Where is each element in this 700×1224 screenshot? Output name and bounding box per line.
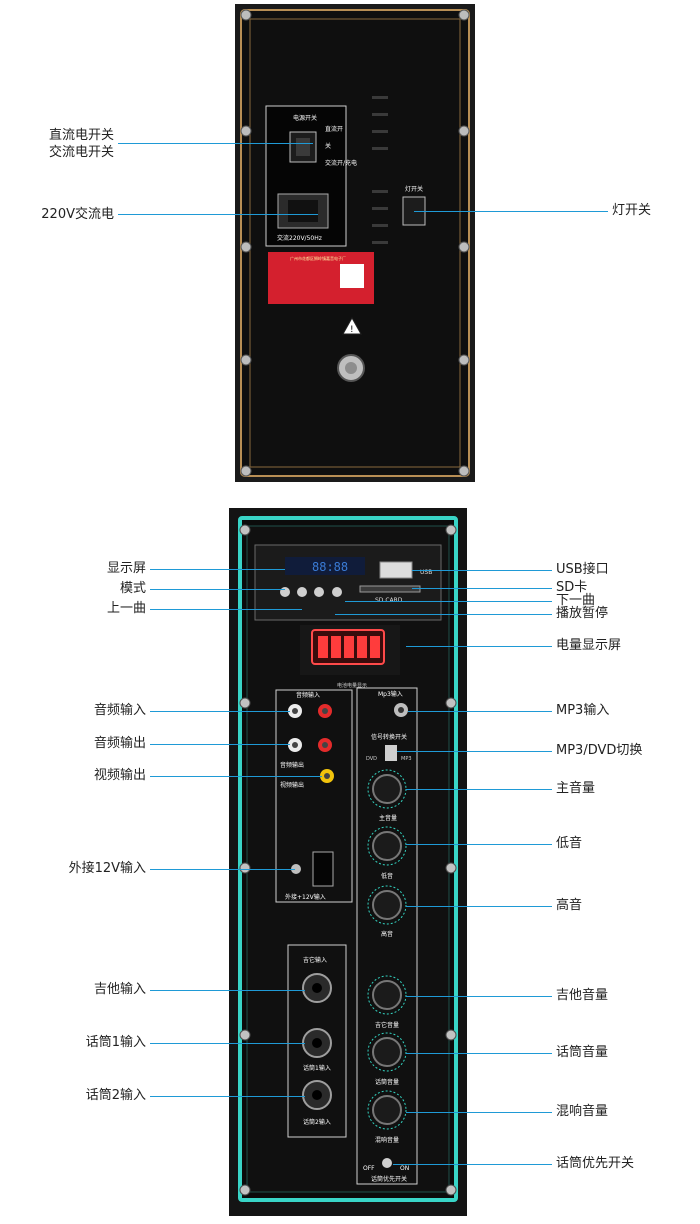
- callout-line: [412, 588, 552, 589]
- off-text: OFF: [363, 1165, 375, 1172]
- callout-line: [406, 1053, 552, 1054]
- knob-caption-guitar: 吉它音量: [375, 1021, 399, 1029]
- callout-line: [406, 844, 552, 845]
- label-dc-power-switch: 直流电开关: [48, 128, 114, 143]
- label-master-volume: 主音量: [556, 781, 596, 796]
- callout-line: [393, 1164, 552, 1165]
- label-mp3-dvd-switch: MP3/DVD切换: [556, 743, 643, 758]
- label-play-pause: 播放暂停: [556, 606, 609, 621]
- callout-line: [118, 143, 313, 144]
- dvd-text: DVD: [366, 756, 377, 762]
- label-mic2-in: 话筒2输入: [85, 1088, 146, 1103]
- video-out-caption: 视频输出: [280, 781, 304, 789]
- label-mp3-in: MP3输入: [556, 703, 610, 718]
- mp3-in-caption: Mp3输入: [378, 690, 403, 698]
- callout-line: [150, 990, 305, 991]
- rear-panel-photo: 电源开关 直流开 关 交流开/充电 交流220V/50Hz 灯开关 广州市花都区…: [235, 4, 475, 482]
- label-display: 显示屏: [106, 561, 146, 576]
- mic-priority-caption: 话筒优先开关: [371, 1175, 407, 1183]
- label-guitar-volume: 吉他音量: [556, 988, 609, 1003]
- label-guitar-in: 吉他输入: [93, 982, 146, 997]
- callout-line: [408, 711, 552, 712]
- callout-line: [397, 751, 552, 752]
- guitar-in-caption: 吉它输入: [303, 956, 327, 964]
- label-ac-power-switch: 交流电开关: [48, 145, 114, 160]
- knob-caption-bass: 低音: [381, 872, 393, 880]
- ac-rating-text: 交流220V/50Hz: [277, 234, 322, 242]
- knobs: [367, 769, 407, 1130]
- audio-out-caption: 音频输出: [280, 761, 304, 769]
- power-switch-title: 电源开关: [293, 114, 317, 122]
- callout-line: [150, 569, 285, 570]
- mic1-caption: 话筒1输入: [303, 1064, 331, 1072]
- callout-line: [345, 601, 552, 602]
- label-next-track: 下一曲: [556, 593, 596, 608]
- callout-line: [406, 789, 552, 790]
- label-audio-out: 音频输出: [93, 736, 146, 751]
- callout-line: [406, 906, 552, 907]
- callout-line: [150, 1096, 305, 1097]
- light-switch-title: 灯开关: [405, 185, 423, 193]
- battery-caption: 电池电量显示: [337, 682, 367, 689]
- label-light-switch: 灯开关: [612, 203, 652, 218]
- label-video-out: 视频输出: [93, 768, 146, 783]
- label-battery-display: 电量显示屏: [556, 638, 622, 653]
- svg-text:!: !: [350, 325, 354, 335]
- label-sd-card: SD卡: [556, 580, 588, 595]
- label-mode: 模式: [119, 581, 146, 596]
- callout-line: [406, 996, 552, 997]
- callout-line: [150, 776, 322, 777]
- label-mic1-in: 话筒1输入: [85, 1035, 146, 1050]
- callout-line: [150, 609, 302, 610]
- callout-line: [118, 214, 318, 215]
- mp3-text: MP3: [401, 756, 412, 762]
- label-audio-in: 音频输入: [93, 703, 146, 718]
- switch-ac-text: 交流开/充电: [325, 159, 357, 167]
- on-text: ON: [400, 1165, 409, 1172]
- callout-line: [406, 1112, 552, 1113]
- label-mic-volume: 话筒音量: [556, 1045, 609, 1060]
- usb-port-text: USB: [420, 569, 432, 576]
- sd-card-text: SD CARD: [375, 597, 403, 604]
- label-ext-12v-in: 外接12V输入: [68, 861, 146, 876]
- callout-line: [406, 646, 552, 647]
- callout-line: [414, 211, 608, 212]
- switch-off-text: 关: [325, 142, 331, 150]
- audio-in-caption: 音频输入: [296, 691, 320, 699]
- callout-line: [150, 869, 295, 870]
- label-ac-220v-input: 220V交流电: [41, 207, 114, 222]
- knob-caption-reverb: 混响音量: [375, 1136, 399, 1144]
- led-display-digits: 88:88: [312, 560, 348, 574]
- label-usb-port: USB接口: [556, 562, 609, 577]
- source-switch-caption: 信号转换开关: [371, 733, 407, 741]
- dc-in-caption: 外接+12V输入: [285, 893, 326, 901]
- callout-line: [150, 589, 285, 590]
- label-prev-track: 上一曲: [106, 601, 146, 616]
- knob-caption-treble: 高音: [381, 930, 393, 938]
- callout-line: [335, 614, 552, 615]
- callout-line: [150, 1043, 305, 1044]
- label-reverb-volume: 混响音量: [556, 1104, 609, 1119]
- callout-line: [150, 711, 290, 712]
- label-bass: 低音: [556, 836, 583, 851]
- sticker-brand-text: 广州市花都区狮岭镇嘉音电子厂: [290, 255, 346, 261]
- label-treble: 高音: [556, 898, 583, 913]
- switch-dc-text: 直流开: [325, 125, 343, 133]
- callout-line: [150, 744, 290, 745]
- label-mic-priority-switch: 话筒优先开关: [556, 1156, 635, 1171]
- knob-caption-mic: 话筒音量: [375, 1078, 399, 1086]
- mic2-caption: 话筒2输入: [303, 1118, 331, 1126]
- callout-line: [412, 570, 552, 571]
- knob-caption-master: 主音量: [379, 814, 397, 822]
